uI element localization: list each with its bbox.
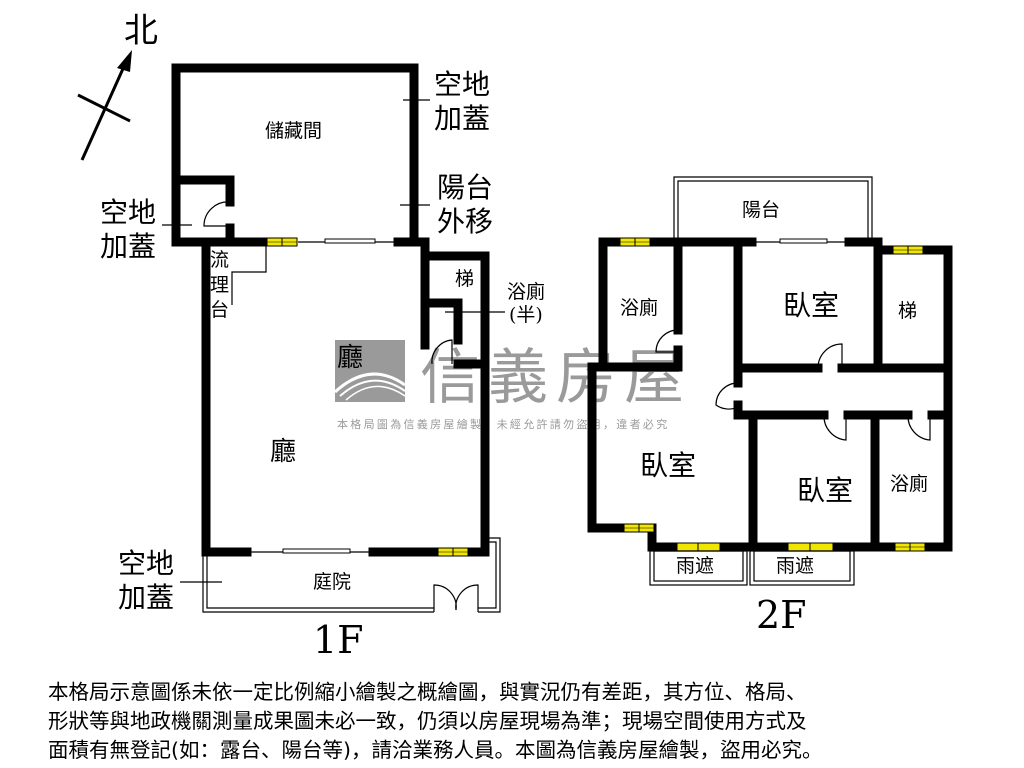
watermark: 信義房屋 本格局圖為信義房屋繪製，未經允許請勿盜用，違者必究 [333,340,692,431]
room-bedroom-mid: 臥室 [797,474,853,507]
room-storage: 儲藏間 [265,120,322,142]
annotation-sink-3: 台 [210,299,229,321]
floor-1-walls [171,63,490,557]
annotation-balcony-moved: 陽台 [437,171,493,204]
annotation-half-bath: 浴廁 [507,280,545,303]
room-hall-upper: 廳 [337,343,363,373]
annotation-half-bath-2: (半) [509,304,543,326]
annotation-balcony-moved-2: 外移 [437,205,493,238]
disclaimer-line: 形狀等與地政機關測量成果圖未必一致，仍須以房屋現場為準；現場空間使用方式及 [48,709,807,733]
room-stairs-1f: 梯 [455,268,474,290]
annotation-open-land-top-2: 加蓋 [434,102,490,135]
annotation-open-land-left: 空地 [100,196,156,229]
disclaimer: 本格局示意圖係未依一定比例縮小繪製之概繪圖，與實況仍有差距，其方位、格局、 形狀… [48,678,1008,765]
brand-logo-icon [333,340,406,402]
floor-2-walls [587,237,953,552]
floor-2-openings [619,176,931,586]
north-arrow-icon [77,50,132,161]
annotation-open-land-top: 空地 [434,68,490,101]
room-canopy-1: 雨遮 [676,555,714,577]
floor-2-title: 2F [756,593,807,637]
room-hall-lower: 廳 [270,437,296,467]
watermark-notice: 本格局圖為信義房屋繪製，未經允許請勿盜用，違者必究 [337,417,670,431]
annotation-open-land-bottom-2: 加蓋 [118,581,174,614]
floor-1-title: 1F [313,618,364,662]
disclaimer-line: 本格局示意圖係未依一定比例縮小繪製之概繪圖，與實況仍有差距，其方位、格局、 [48,680,807,704]
room-bath-right: 浴廁 [890,472,928,495]
watermark-brand: 信義房屋 [420,343,692,413]
room-stairs-2f: 梯 [898,300,917,322]
room-bath-top: 浴廁 [620,296,658,319]
room-bedroom-top: 臥室 [783,289,839,322]
room-bedroom-left: 臥室 [640,449,696,482]
disclaimer-line: 面積有無登記(如：露台、陽台等)，請洽業務人員。本圖為信義房屋繪製，盜用必究。 [48,738,823,762]
floor-1-openings [162,99,505,613]
annotation-open-land-left-2: 加蓋 [100,230,156,263]
annotation-sink-1: 流 [210,249,229,271]
room-balcony: 陽台 [742,199,780,221]
annotation-sink-2: 理 [210,274,229,296]
north-label: 北 [124,11,158,51]
annotation-open-land-bottom: 空地 [118,547,174,580]
room-courtyard: 庭院 [313,571,351,593]
room-canopy-2: 雨遮 [776,555,814,577]
